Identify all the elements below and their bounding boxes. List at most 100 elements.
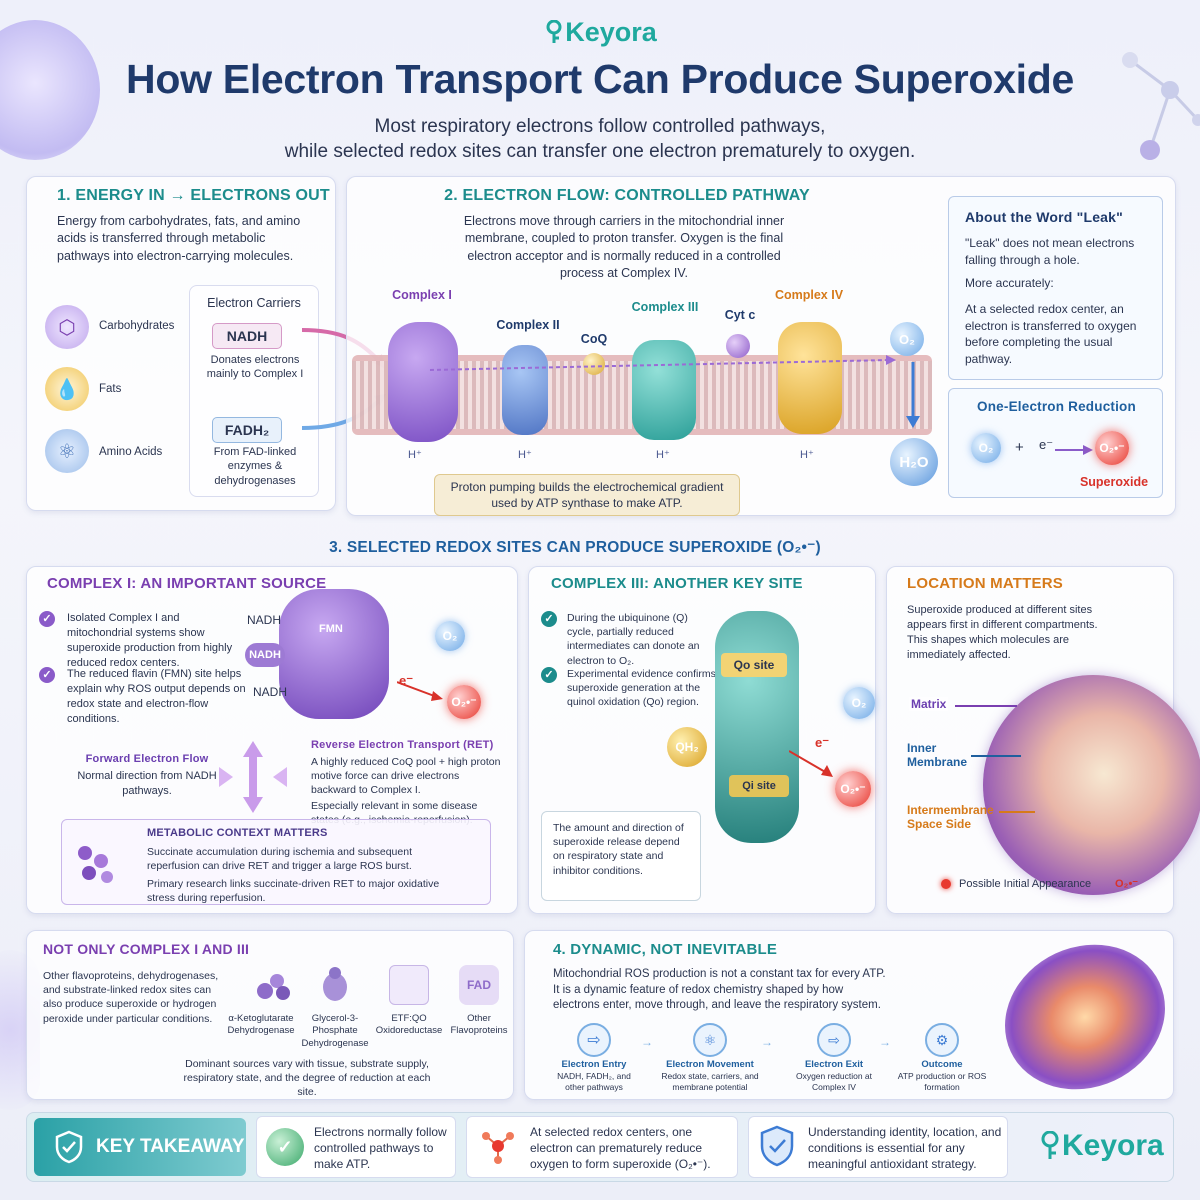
decor-bubble-topleft bbox=[0, 20, 100, 160]
proton-note: Proton pumping builds the electrochemica… bbox=[434, 474, 740, 516]
check-icon: ✓ bbox=[541, 667, 557, 683]
nadh-badge: NADH bbox=[212, 323, 282, 349]
qh2-sphere: QH₂ bbox=[667, 727, 707, 767]
fadh-desc: From FAD-linked enzymes & dehydrogenases bbox=[213, 446, 297, 487]
nadh-desc: Donates electrons mainly to Complex I bbox=[206, 354, 304, 381]
metabolic-box bbox=[61, 819, 491, 905]
superoxide-sphere: O₂•⁻ bbox=[1095, 431, 1129, 465]
leak-title: About the Word "Leak" bbox=[965, 209, 1123, 225]
ret-text1: A highly reduced CoQ pool + high proton … bbox=[311, 756, 501, 797]
complex3-panel: COMPLEX III: ANOTHER KEY SITE ✓ During t… bbox=[528, 566, 876, 914]
page-subtitle-1: Most respiratory electrons follow contro… bbox=[374, 116, 826, 137]
takeaway-label: KEY TAKEAWAY bbox=[96, 1136, 245, 1157]
complex4-shape bbox=[778, 322, 842, 434]
leak-p3: At a selected redox center, an electron … bbox=[965, 302, 1137, 366]
complex1-bullet2: The reduced flavin (FMN) site helps expl… bbox=[67, 668, 246, 725]
fad-badge: FAD bbox=[459, 965, 499, 1005]
ret-title: Reverse Electron Transport (RET) bbox=[311, 739, 494, 751]
forward-title: Forward Electron Flow bbox=[85, 753, 209, 765]
complex1-panel: COMPLEX I: AN IMPORTANT SOURCE ✓ Isolate… bbox=[26, 566, 518, 914]
not-only-footer: Dominant sources vary with tissue, subst… bbox=[183, 1058, 431, 1099]
step-entry-desc: NADH, FADH₂, and other pathways bbox=[557, 1071, 631, 1093]
legend-dot bbox=[941, 879, 951, 889]
step-outcome-icon: ⚙ bbox=[925, 1023, 959, 1057]
h2o-bubble: H₂O bbox=[890, 438, 938, 486]
complex3-bullet2: Experimental evidence confirms superoxid… bbox=[567, 668, 716, 709]
electron-symbol: e⁻ bbox=[1039, 437, 1054, 452]
source-fats: Fats bbox=[99, 383, 122, 395]
page-subtitle-2: while selected redox sites can transfer … bbox=[284, 141, 916, 162]
enzyme-etfqo: ETF:QO Oxidoreductase bbox=[375, 1013, 443, 1037]
complex3-note: The amount and direction of superoxide r… bbox=[553, 822, 684, 877]
section2-text: Electrons move through carriers in the m… bbox=[463, 214, 785, 280]
section2-title: 2. ELECTRON FLOW: CONTROLLED PATHWAY bbox=[444, 187, 810, 204]
carriers-title: Electron Carriers bbox=[207, 296, 301, 310]
complex2-shape bbox=[502, 345, 548, 435]
legend-label: Possible Initial Appearance bbox=[959, 878, 1092, 890]
superoxide-arrow bbox=[397, 681, 443, 701]
check-circle-icon: ✓ bbox=[266, 1128, 304, 1166]
fadh-badge: FADH₂ bbox=[212, 417, 282, 443]
step-outcome-title: Outcome bbox=[921, 1059, 963, 1070]
o2-to-h2o-arrow bbox=[906, 362, 920, 428]
section1-title: 1. ENERGY IN → ELECTRONS OUT bbox=[57, 187, 330, 204]
molecule-icon bbox=[478, 1126, 518, 1166]
check-icon: ✓ bbox=[39, 611, 55, 627]
takeaway-card-2 bbox=[466, 1116, 738, 1178]
complex1-label: Complex I bbox=[392, 288, 452, 302]
proton-4: H⁺ bbox=[800, 449, 814, 461]
decor-molecule-topright bbox=[1110, 40, 1200, 190]
dynamic-text: Mitochondrial ROS production is not a co… bbox=[553, 968, 886, 1012]
footer-logo: Keyora bbox=[1040, 1124, 1170, 1168]
section1-panel: 1. ENERGY IN → ELECTRONS OUT Energy from… bbox=[26, 176, 336, 511]
step-movement-desc: Redox state, carriers, and membrane pote… bbox=[661, 1071, 759, 1093]
shield-icon bbox=[54, 1130, 84, 1164]
cytc-sphere bbox=[726, 334, 750, 358]
inner-pointer bbox=[971, 755, 1021, 757]
enzyme-other: Other Flavoproteins bbox=[450, 1013, 508, 1037]
not-only-text: Other flavoproteins, dehydrogenases, and… bbox=[43, 970, 219, 1025]
plus-sign: + bbox=[1015, 439, 1024, 456]
takeaway-label-box: KEY TAKEAWAY bbox=[34, 1118, 246, 1176]
step-entry-icon: ⇨ bbox=[577, 1023, 611, 1057]
nadh-label-top: NADH bbox=[247, 613, 282, 627]
step-arrow: → bbox=[641, 1035, 653, 1049]
nadh-label-mid: NADH bbox=[245, 643, 285, 667]
carbohydrate-icon: ⬡ bbox=[45, 305, 89, 349]
one-electron-title: One-Electron Reduction bbox=[977, 399, 1136, 414]
complex1-bullet1: Isolated Complex I and mitochondrial sys… bbox=[67, 612, 233, 669]
step-exit-desc: Oxygen reduction at Complex IV bbox=[795, 1071, 873, 1093]
takeaway-1: Electrons normally follow controlled pat… bbox=[314, 1125, 447, 1172]
complex2-label: Complex II bbox=[496, 318, 560, 332]
amino-acid-icon: ⚛ bbox=[45, 429, 89, 473]
not-only-panel: NOT ONLY COMPLEX I AND III Other flavopr… bbox=[26, 930, 514, 1100]
location-title: LOCATION MATTERS bbox=[907, 575, 1063, 592]
matrix-label: Matrix bbox=[909, 697, 949, 711]
enzyme-akgdh: α-Ketoglutarate Dehydrogenase bbox=[227, 1013, 295, 1037]
superoxide-label: Superoxide bbox=[1079, 475, 1149, 489]
source-amino-acids: Amino Acids bbox=[99, 446, 163, 458]
inner-membrane-label: Inner Membrane bbox=[907, 741, 968, 769]
carriers-box bbox=[189, 285, 319, 497]
ims-label: Intermembrane Space Side bbox=[907, 803, 994, 831]
step-entry-title: Electron Entry bbox=[561, 1059, 627, 1070]
enzyme-icon-g3pdh bbox=[317, 965, 353, 1003]
leak-p2: More accurately: bbox=[965, 276, 1054, 290]
ims-pointer bbox=[999, 811, 1035, 813]
proton-3: H⁺ bbox=[656, 449, 670, 461]
location-panel: LOCATION MATTERS Superoxide produced at … bbox=[886, 566, 1200, 914]
complex3-title: COMPLEX III: ANOTHER KEY SITE bbox=[551, 575, 803, 592]
step-arrow: → bbox=[879, 1035, 891, 1049]
step-exit-title: Electron Exit bbox=[804, 1059, 864, 1070]
check-icon: ✓ bbox=[541, 611, 557, 627]
enzyme-g3pdh: Glycerol-3-Phosphate Dehydrogenase bbox=[301, 1013, 369, 1049]
key-icon bbox=[545, 19, 563, 44]
step-movement-title: Electron Movement bbox=[666, 1059, 754, 1070]
forward-text: Normal direction from NADH pathways. bbox=[77, 770, 217, 797]
proton-1: H⁺ bbox=[408, 449, 422, 461]
complex3-label: Complex III bbox=[631, 300, 699, 314]
reduction-arrow bbox=[1055, 445, 1093, 455]
takeaway-2: At selected redox centers, one electron … bbox=[530, 1125, 711, 1172]
fat-droplet-icon: 💧 bbox=[45, 367, 89, 411]
complex3-note-box bbox=[541, 811, 701, 901]
